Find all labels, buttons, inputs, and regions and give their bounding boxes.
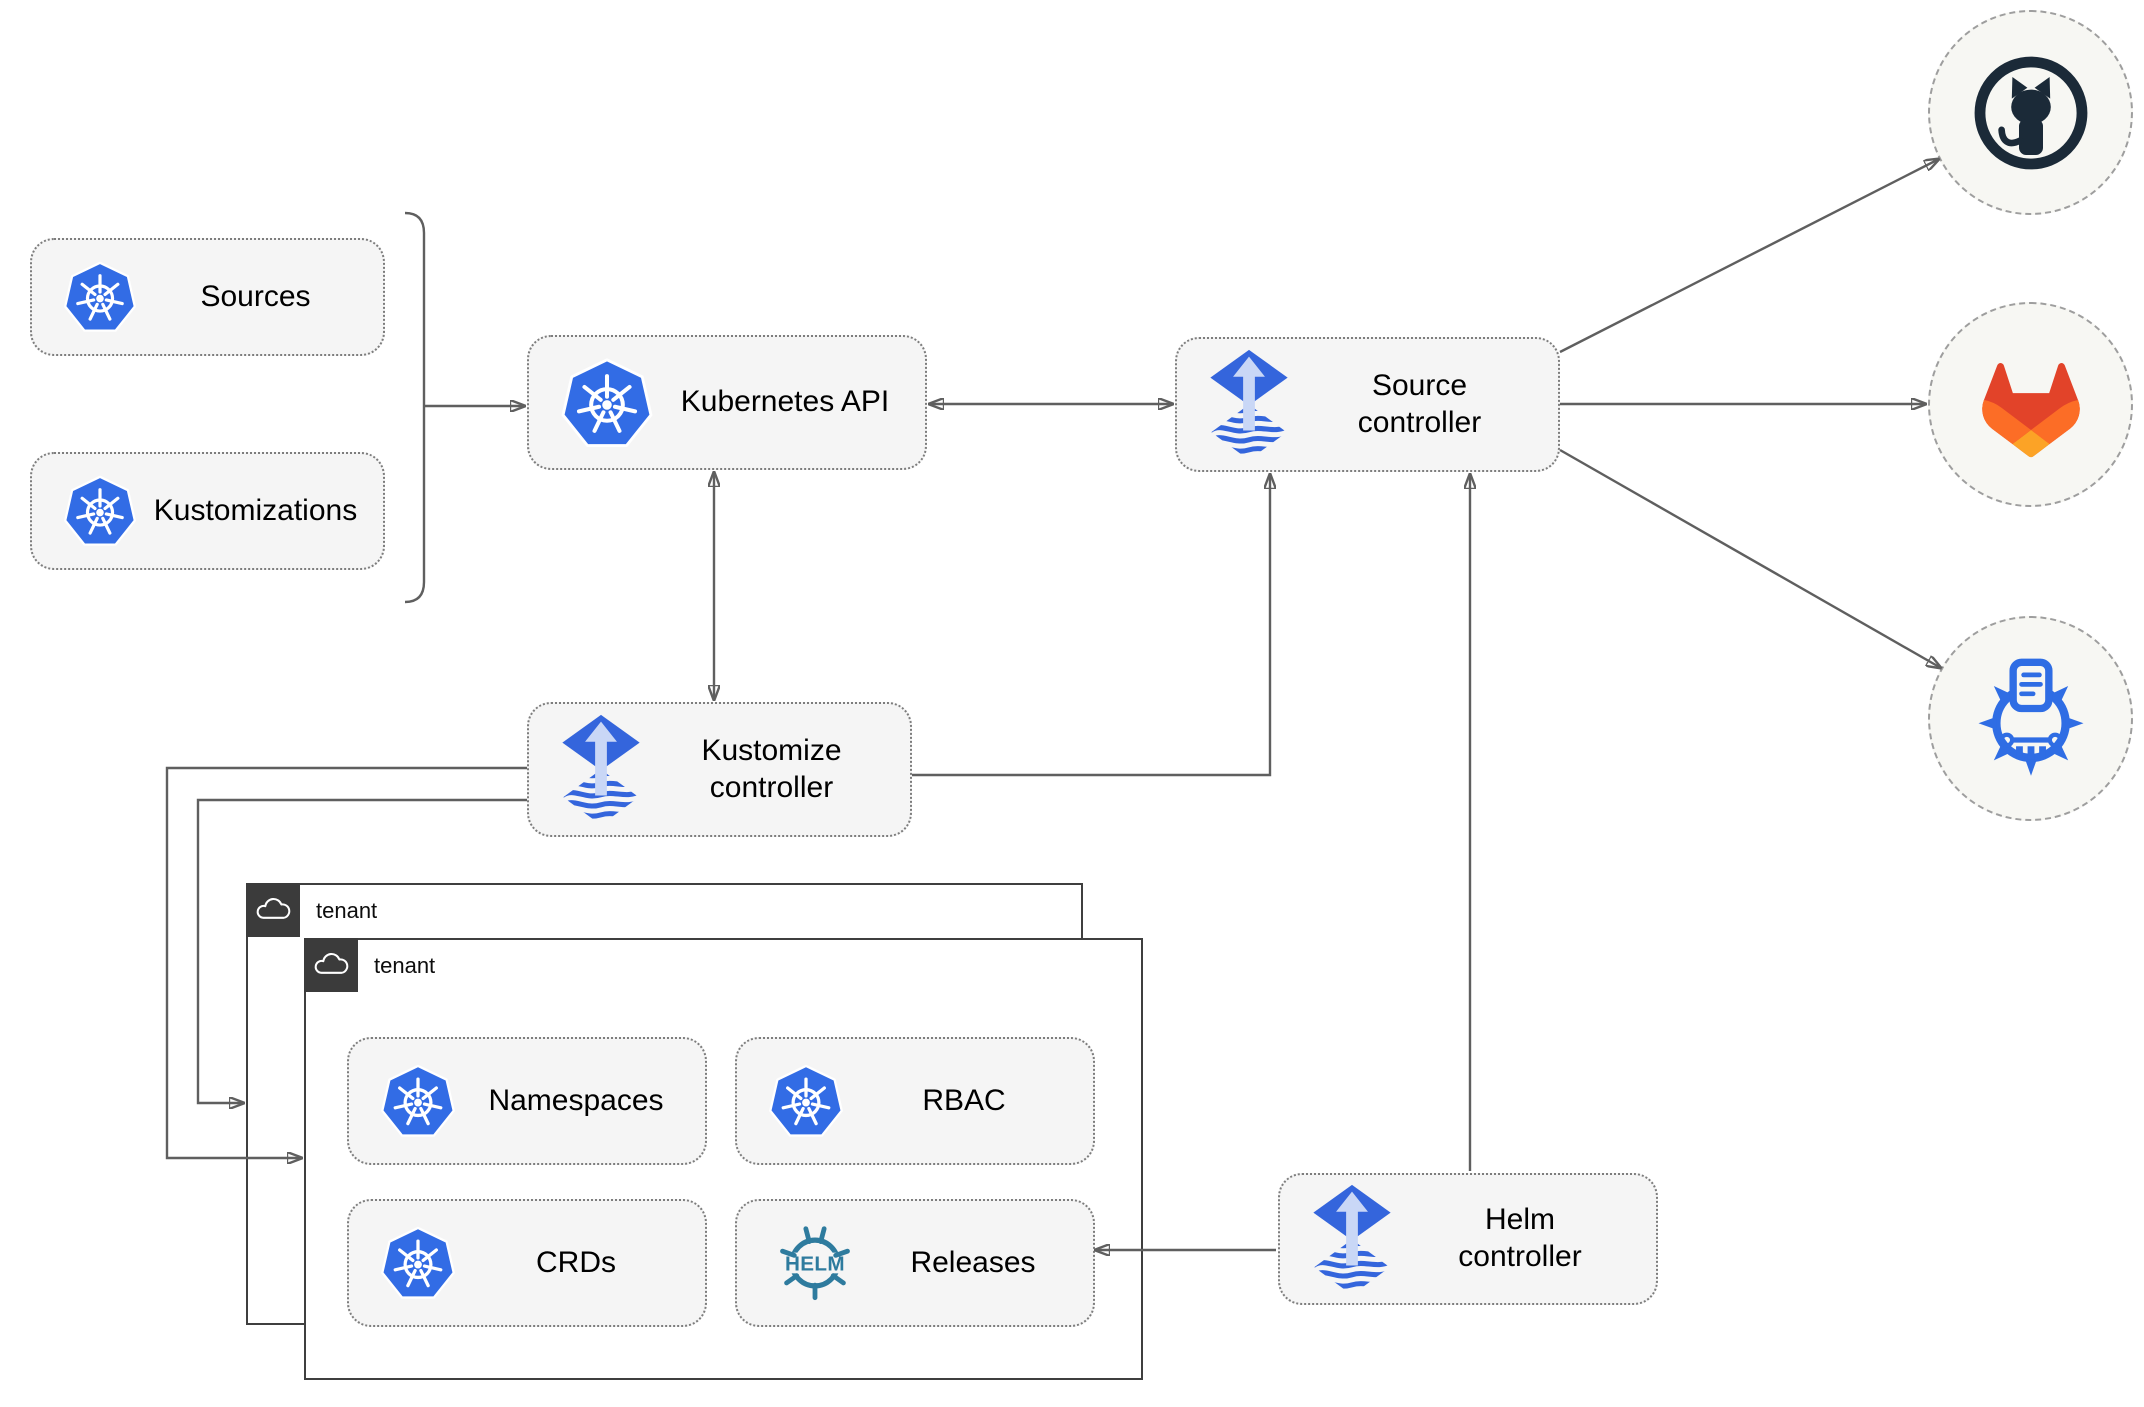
bracket-sources-group bbox=[404, 211, 426, 604]
helm-logo-text: HELM bbox=[785, 1252, 845, 1275]
node-releases: HELM Releases bbox=[735, 1199, 1095, 1327]
node-rbac: RBAC bbox=[735, 1037, 1095, 1165]
cloud-icon bbox=[314, 953, 348, 974]
arrow-source-controller-to-chart-repository bbox=[1559, 448, 1941, 668]
github-target bbox=[1928, 10, 2133, 215]
node-label: Source controller bbox=[1357, 368, 1482, 439]
kubernetes-icon bbox=[379, 1062, 457, 1140]
chartmuseum-icon bbox=[1978, 658, 2083, 776]
node-label: Namespaces bbox=[488, 1083, 664, 1117]
gitlab-icon bbox=[1981, 362, 2080, 457]
node-label: Kustomize controller bbox=[701, 733, 842, 804]
node-crds: CRDs bbox=[347, 1199, 707, 1327]
helm-icon: HELM bbox=[767, 1215, 863, 1311]
node-label: Sources bbox=[200, 279, 311, 313]
node-kubernetes-api: Kubernetes API bbox=[527, 335, 927, 470]
github-icon bbox=[1974, 56, 2087, 169]
node-label: RBAC bbox=[922, 1083, 1006, 1117]
tenant-label: tenant bbox=[374, 953, 436, 978]
node-source-controller: Source controller bbox=[1175, 337, 1560, 472]
flux-icon bbox=[1207, 349, 1291, 460]
tenant-header bbox=[303, 937, 358, 992]
kubernetes-icon bbox=[767, 1062, 845, 1140]
arrow-source-controller-to-github bbox=[1559, 159, 1939, 354]
kubernetes-icon bbox=[379, 1224, 457, 1302]
node-label: Helm controller bbox=[1458, 1203, 1582, 1273]
kubernetes-icon bbox=[62, 259, 138, 335]
node-label: Releases bbox=[910, 1245, 1036, 1279]
gitlab-target bbox=[1928, 302, 2133, 507]
arrow-kustomize-controller-to-source-controller bbox=[912, 474, 1270, 777]
node-kustomizations: Kustomizations bbox=[30, 452, 385, 570]
flux-icon bbox=[1310, 1184, 1394, 1295]
tenant-header bbox=[245, 882, 300, 937]
chart-repository-target bbox=[1928, 616, 2133, 821]
kubernetes-icon bbox=[559, 355, 655, 451]
cloud-icon bbox=[256, 898, 290, 919]
node-label: Kubernetes API bbox=[680, 385, 890, 419]
node-label: Kustomizations bbox=[153, 493, 358, 527]
node-label: CRDs bbox=[536, 1245, 616, 1279]
node-sources: Sources bbox=[30, 238, 385, 356]
flux-icon bbox=[559, 714, 643, 825]
kubernetes-icon bbox=[62, 473, 138, 549]
tenant-container-front: tenant Namespaces RBAC CRDs bbox=[303, 937, 1143, 1380]
node-namespaces: Namespaces bbox=[347, 1037, 707, 1165]
node-kustomize-controller: Kustomize controller bbox=[527, 702, 912, 837]
node-helm-controller: Helm controller bbox=[1278, 1173, 1658, 1305]
tenant-label: tenant bbox=[316, 898, 378, 923]
